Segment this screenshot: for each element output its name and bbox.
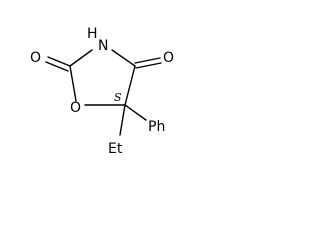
- atom-label-ring-oxygen: O: [70, 100, 81, 116]
- atom-label-carbonyl-oxygen-left: O: [30, 50, 41, 66]
- bond-c2-o-double-a: [47, 56, 71, 67]
- chemical-structure: O H N O O S Ph Et: [30, 26, 174, 157]
- atom-label-nitrogen: N: [98, 38, 108, 54]
- bond-o1-c2: [69, 65, 77, 102]
- bond-c4-c5: [124, 65, 136, 106]
- bond-c5-phenyl: [124, 104, 147, 121]
- atom-label-carbonyl-oxygen-right: O: [163, 50, 174, 66]
- bond-n-c4: [111, 49, 136, 67]
- atom-label-phenyl: Ph: [148, 119, 165, 135]
- bond-c4-o-double-a: [134, 57, 161, 64]
- atom-label-hydrogen: H: [87, 26, 98, 42]
- bond-c5-ethyl: [119, 104, 126, 136]
- stereo-descriptor-label: S: [114, 91, 122, 104]
- bond-c4-o-double-b: [135, 62, 162, 69]
- atom-label-ethyl: Et: [108, 141, 123, 157]
- bond-c2-o-double-b: [45, 61, 69, 72]
- structure-canvas: O H N O O S Ph Et: [0, 0, 209, 179]
- bond-n-c2: [69, 49, 93, 67]
